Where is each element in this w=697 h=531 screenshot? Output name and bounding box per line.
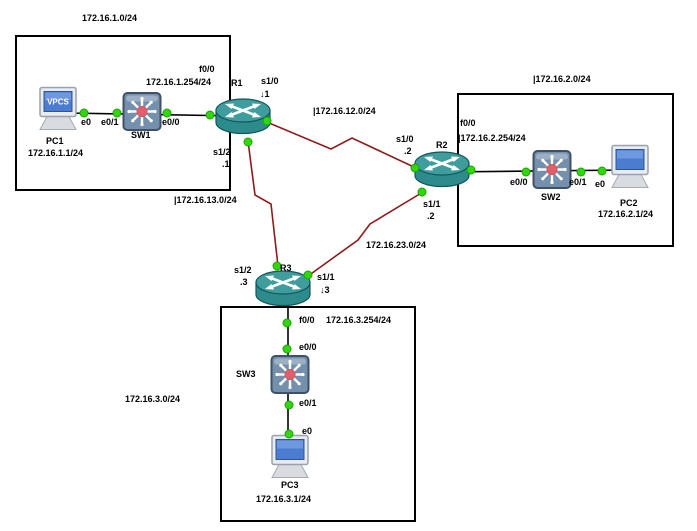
- link-r1-r3-serial[interactable]: [247, 140, 279, 267]
- r2-s1-1-label: s1/1: [423, 199, 441, 209]
- switch-icon: [532, 150, 572, 189]
- subnet-1-label: 172.16.1.0/24: [82, 13, 138, 23]
- r1-s1-2-host-label: .1: [222, 159, 230, 169]
- subnet-2-label: |172.16.2.0/24: [533, 74, 591, 84]
- r3-s1-2-label: s1/2: [234, 265, 252, 275]
- pc1-e0-label: e0: [81, 117, 92, 127]
- r2-s1-0-label: s1/0: [396, 134, 414, 144]
- sw2-e0-0-label: e0/0: [510, 177, 528, 187]
- r3-f0-0-ip-label: 172.16.3.254/24: [326, 315, 392, 325]
- r1-s1-0-dot: [262, 116, 272, 126]
- r1-f0-0-dot: [205, 110, 215, 120]
- pc-screen-label: VPCS: [47, 98, 69, 107]
- pc3-ip-label: 172.16.3.1/24: [256, 494, 312, 504]
- r3-s1-1-host-label: ↓3: [320, 285, 330, 295]
- pc2-e0-dot: [597, 166, 607, 176]
- r1-f0-0-ip-label: 172.16.1.254/24: [146, 77, 212, 87]
- r1-s1-2-dot: [243, 137, 253, 147]
- sw3-e0-1-dot: [284, 400, 294, 410]
- sw1-e0-1-label: e0/1: [101, 117, 119, 127]
- sw2-e0-1-dot: [576, 167, 586, 177]
- pc2-name-label: PC2: [620, 198, 638, 208]
- lan3-boundary: [220, 306, 416, 522]
- subnet-3-label: 172.16.3.0/24: [125, 394, 181, 404]
- sw1-e0-0-dot: [162, 108, 172, 118]
- pc1-name-label: PC1: [46, 136, 64, 146]
- sw3-e0-0-label: e0/0: [299, 342, 317, 352]
- sw1-e0-0-label: e0/0: [162, 117, 180, 127]
- router-icon: [255, 270, 311, 307]
- device-pc2[interactable]: [607, 144, 653, 196]
- sw1-e0-1-dot: [112, 108, 122, 118]
- pc2-ip-label: 172.16.2.1/24: [598, 209, 654, 219]
- r3-f0-0-label: f0/0: [299, 315, 315, 325]
- sw3-name-label: SW3: [236, 369, 256, 379]
- link-r2-r3-serial[interactable]: [307, 191, 424, 277]
- device-r3[interactable]: [254, 269, 312, 314]
- pc1-e0-dot: [79, 108, 89, 118]
- switch-icon: [122, 92, 162, 131]
- subnet-23-label: 172.16.23.0/24: [366, 240, 427, 250]
- r2-s1-0-host-label: .2: [404, 146, 412, 156]
- sw2-name-label: SW2: [541, 192, 561, 202]
- device-sw1[interactable]: [122, 92, 162, 137]
- r2-f0-0-dot: [466, 165, 476, 175]
- r2-f0-0-label: f0/0: [460, 118, 476, 128]
- r3-f0-0-dot: [282, 318, 292, 328]
- r2-s1-0-dot: [410, 163, 420, 173]
- link-r1-r2-serial[interactable]: [261, 119, 417, 169]
- pc3-name-label: PC3: [281, 480, 299, 490]
- r2-name-label: R2: [436, 140, 448, 150]
- r1-s1-2-label: s1/2: [213, 147, 231, 157]
- device-sw2[interactable]: [532, 150, 572, 195]
- sw3-e0-1-label: e0/1: [299, 398, 317, 408]
- pc3-e0-dot: [284, 429, 294, 439]
- r2-f0-0-ip-label: |172.16.2.254/24: [458, 133, 526, 143]
- device-pc1[interactable]: VPCS: [35, 86, 81, 138]
- pc-icon: VPCS: [39, 86, 77, 130]
- r2-s1-1-dot: [417, 187, 427, 197]
- pc1-ip-label: 172.16.1.1/24: [28, 148, 84, 158]
- r1-s1-0-label: s1/0: [261, 76, 279, 86]
- r3-s1-2-dot: [272, 261, 282, 271]
- sw2-e0-0-dot: [521, 167, 531, 177]
- device-r2[interactable]: [413, 150, 471, 195]
- pc-icon: [611, 144, 649, 188]
- subnet-13-label: |172.16.13.0/24: [174, 195, 237, 205]
- r3-name-label: R3: [280, 263, 292, 273]
- subnet-12-label: |172.16.12.0/24: [313, 106, 376, 116]
- device-sw3[interactable]: [270, 355, 310, 400]
- r2-s1-1-host-label: .2: [427, 211, 435, 221]
- r1-f0-0-label: f0/0: [199, 64, 215, 74]
- pc-icon: [271, 434, 309, 478]
- r3-s1-1-label: s1/1: [317, 272, 335, 282]
- router-icon: [414, 151, 470, 188]
- r3-s1-1-dot: [303, 270, 313, 280]
- sw1-name-label: SW1: [131, 130, 151, 140]
- r1-s1-0-host-label: ↓1: [260, 89, 270, 99]
- sw2-e0-1-label: e0/1: [569, 177, 587, 187]
- device-pc3[interactable]: [267, 434, 313, 486]
- r1-name-label: R1: [231, 78, 243, 88]
- sw3-e0-0-dot: [282, 344, 292, 354]
- pc3-e0-label: e0: [302, 426, 313, 436]
- switch-icon: [270, 355, 310, 394]
- pc2-e0-label: e0: [595, 179, 606, 189]
- r3-s1-2-host-label: .3: [240, 277, 248, 287]
